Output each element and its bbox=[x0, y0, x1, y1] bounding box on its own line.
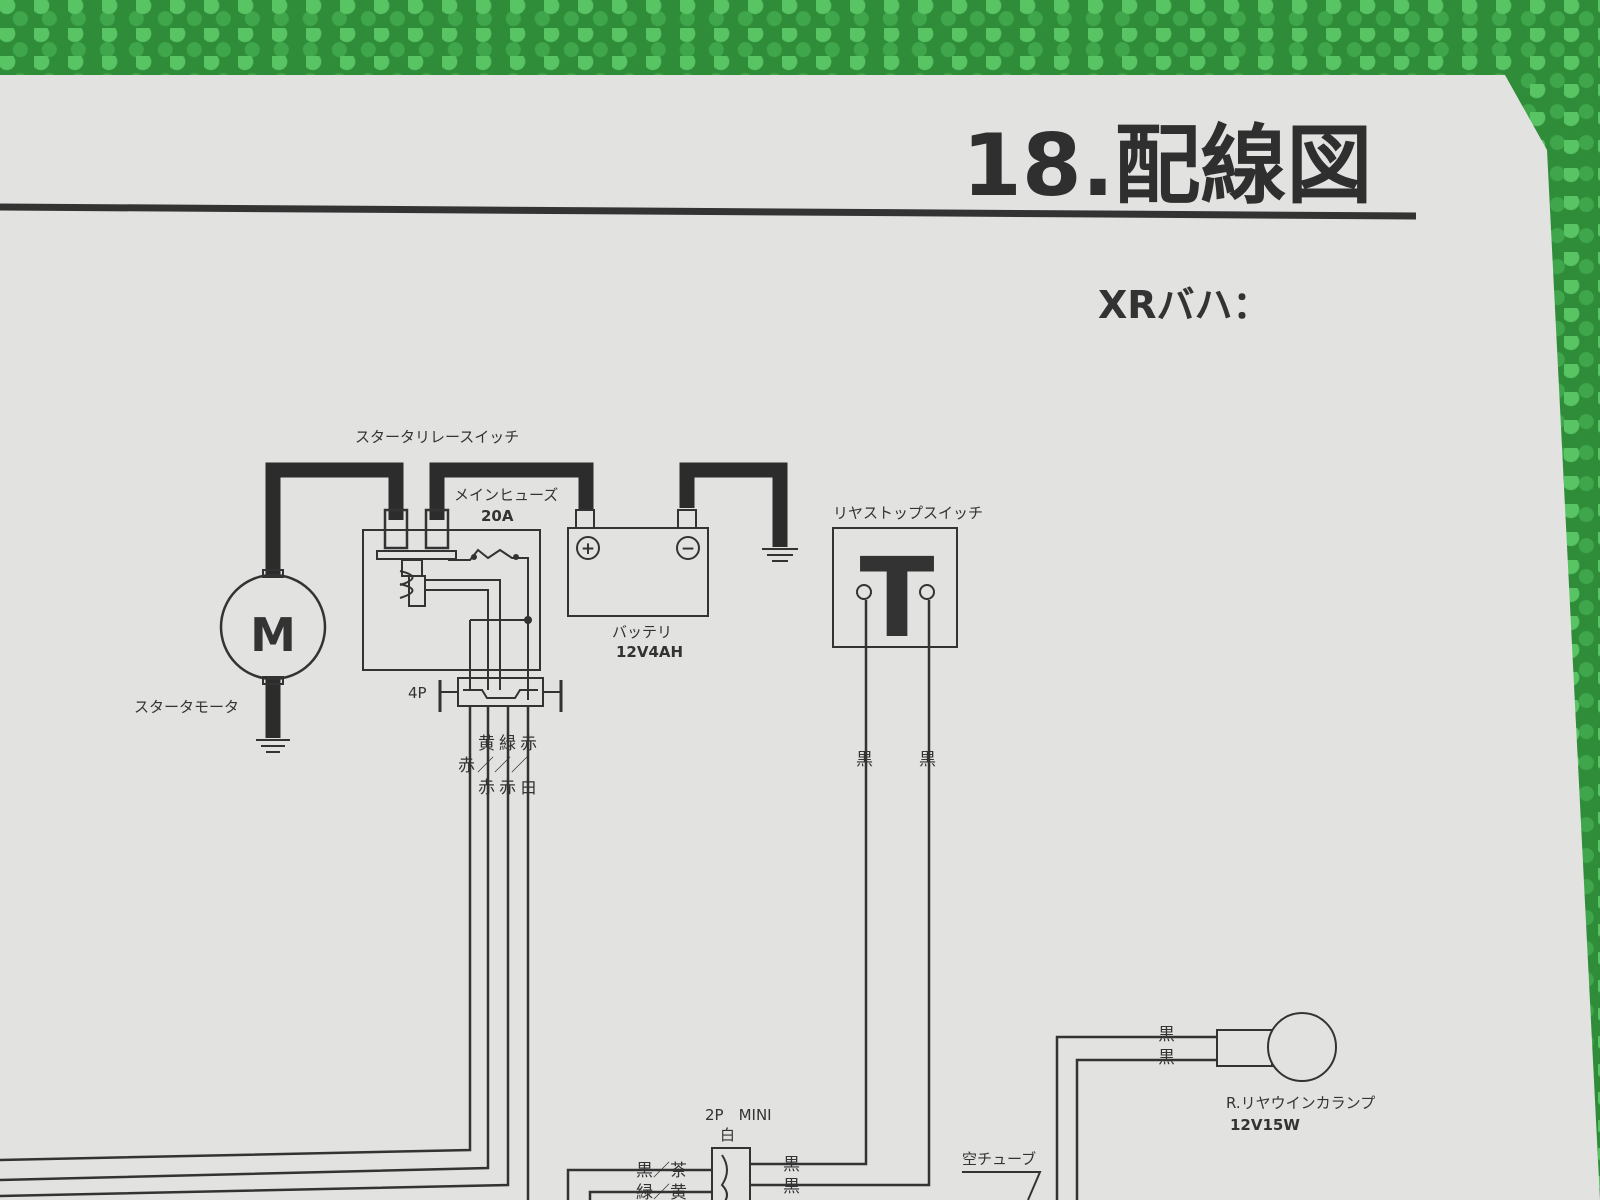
starter-motor-letter: M bbox=[250, 608, 296, 662]
page-title: 18.配線図 bbox=[962, 116, 1372, 216]
wire-color-c4p-left: 赤 bbox=[458, 756, 475, 776]
wire-color-c4p-bottom-3: 白 bbox=[520, 778, 537, 798]
connector-4p-label: 4P bbox=[408, 684, 427, 702]
model-label: XRバハ： bbox=[1098, 283, 1271, 327]
motor-terminal bbox=[262, 569, 284, 578]
battery-label: バッテリ bbox=[612, 623, 672, 641]
connector-2p-latch bbox=[720, 1154, 728, 1200]
wire-color-mini-left-1: 黒／茶 bbox=[636, 1161, 687, 1181]
wire-color-c4p-top-3: 赤 bbox=[520, 734, 537, 754]
ground-cable bbox=[679, 462, 788, 547]
switch-terminal-left bbox=[856, 584, 872, 600]
rear-winker-lamp-icon bbox=[1267, 1012, 1337, 1082]
relay-contact-bar bbox=[376, 550, 457, 560]
connector-4p-latch bbox=[463, 689, 538, 699]
wire-color-c4p-bottom-2: 赤 bbox=[499, 778, 516, 798]
title-rule bbox=[0, 203, 1417, 220]
relay-coil bbox=[399, 570, 414, 599]
starter-relay-label: スタータリレースイッチ bbox=[355, 428, 519, 446]
rear-lamp-rating: 12V15W bbox=[1230, 1116, 1300, 1134]
battery-terminal-plus bbox=[575, 509, 595, 529]
empty-tube-leader bbox=[962, 1171, 1042, 1200]
wire-color-lamp-bottom: 黒 bbox=[1158, 1048, 1175, 1068]
wire-color-mini-left-2: 緑／黄 bbox=[636, 1183, 687, 1200]
battery-minus-sign: − bbox=[681, 539, 695, 559]
wire-color-lamp-top: 黒 bbox=[1158, 1025, 1175, 1045]
battery-plus-sign: + bbox=[581, 539, 595, 559]
main-fuse-label: メインヒューズ bbox=[454, 486, 558, 504]
starter-motor-label: スタータモータ bbox=[134, 698, 239, 716]
mini-connector-wires bbox=[566, 1162, 790, 1200]
battery-minus-circle bbox=[676, 536, 700, 560]
empty-tube-label: 空チューブ bbox=[962, 1150, 1036, 1168]
junction-dot bbox=[524, 616, 532, 624]
stop-switch-wires bbox=[790, 600, 931, 1187]
junction-dot bbox=[471, 554, 477, 560]
connector-2p bbox=[711, 1147, 751, 1200]
wire-color-stop-left: 黒 bbox=[856, 750, 873, 770]
main-fuse-rating: 20A bbox=[481, 507, 514, 525]
connector-2p-color: 白 bbox=[720, 1126, 735, 1144]
wire-color-mini-right-2: 黒 bbox=[783, 1177, 800, 1197]
ground-symbol-icon bbox=[762, 548, 798, 562]
wire-color-c4p-top-2: 緑 bbox=[499, 734, 516, 754]
lamp-wires bbox=[1055, 1035, 1217, 1200]
wire-color-stop-right: 黒 bbox=[919, 750, 936, 770]
fuse-battery-cable bbox=[429, 462, 594, 520]
heavy-cables bbox=[265, 462, 788, 738]
wire-color-mini-right-1: 黒 bbox=[783, 1155, 800, 1175]
ground-symbol-icon bbox=[256, 739, 290, 753]
switch-terminal-right bbox=[919, 584, 935, 600]
motor-terminal bbox=[262, 676, 284, 685]
battery-plus-circle bbox=[576, 536, 600, 560]
motor-cable bbox=[265, 462, 404, 575]
wire-color-c4p-top-1: 黄 bbox=[478, 734, 495, 754]
rear-stop-switch-box bbox=[832, 527, 958, 648]
relay-terminal-right bbox=[424, 508, 450, 550]
relay-plunger bbox=[401, 559, 423, 577]
battery-terminal-minus bbox=[677, 509, 697, 529]
connector-2p-label: 2P MINI bbox=[705, 1106, 772, 1124]
starter-relay-box bbox=[362, 529, 541, 671]
wire-color-c4p-bottom-1: 赤 bbox=[478, 778, 495, 798]
junction-dot bbox=[513, 554, 519, 560]
lamp-socket bbox=[1216, 1029, 1273, 1067]
battery-icon bbox=[567, 527, 709, 617]
harness-wires bbox=[0, 706, 530, 1200]
rear-lamp-label: R.リヤウインカランプ bbox=[1226, 1094, 1375, 1112]
wire-color-c4p-slashes: ／／／ bbox=[477, 756, 528, 776]
battery-rating: 12V4AH bbox=[616, 643, 683, 661]
starter-motor-icon bbox=[219, 573, 327, 681]
rear-stop-switch-label: リヤストップスイッチ bbox=[833, 504, 983, 522]
relay-terminal-left bbox=[383, 508, 409, 550]
